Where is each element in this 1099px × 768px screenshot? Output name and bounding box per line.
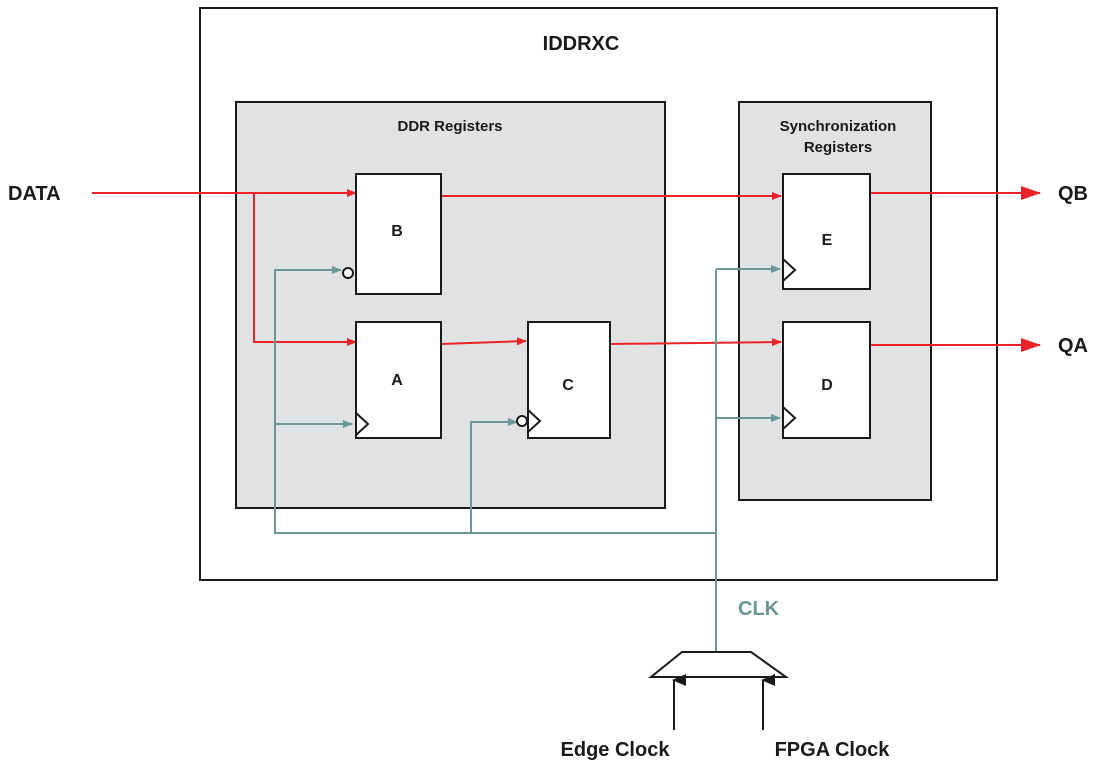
data-wires [92,186,1041,352]
clk-bus [274,266,716,534]
clk-label: CLK [738,598,780,620]
register-d-label: D [821,377,833,394]
register-a: A [355,321,442,439]
register-d-clock-triangle [782,406,797,430]
ddr-registers-group [235,101,666,509]
register-a-clock-triangle [355,412,370,436]
wire-a-to-c [440,337,527,346]
register-a-label: A [391,372,403,389]
sync-registers-group [738,101,932,501]
ddr-registers-label: DDR Registers [397,118,502,135]
register-b: B [342,173,442,295]
register-c-clock-triangle [527,409,542,433]
register-d: D [782,321,871,439]
clk-to-c [470,418,518,533]
qa-output-label: QA [1058,335,1088,357]
block-title: IDDRXC [543,33,620,55]
register-b-label: B [391,223,403,240]
wire-c-to-d [608,338,782,347]
qb-output-label: QB [1058,183,1088,205]
register-e-label: E [822,232,833,249]
sync-registers-label-line1: Synchronization [780,118,897,135]
register-c-inverted-clock-bubble [516,415,528,427]
data-input-label: DATA [8,183,61,205]
data-branch-wire [253,193,357,346]
sync-registers-label-line2: Registers [804,139,872,156]
edge-clock-label: Edge Clock [561,739,671,761]
register-e-clock-triangle [782,258,797,282]
register-c: C [516,321,611,439]
fpga-clock-label: FPGA Clock [775,739,891,761]
clock-wires [274,265,781,652]
clock-mux [648,651,790,678]
register-e: E [782,173,871,290]
register-c-label: C [562,377,574,394]
register-b-inverted-clock-bubble [342,267,354,279]
